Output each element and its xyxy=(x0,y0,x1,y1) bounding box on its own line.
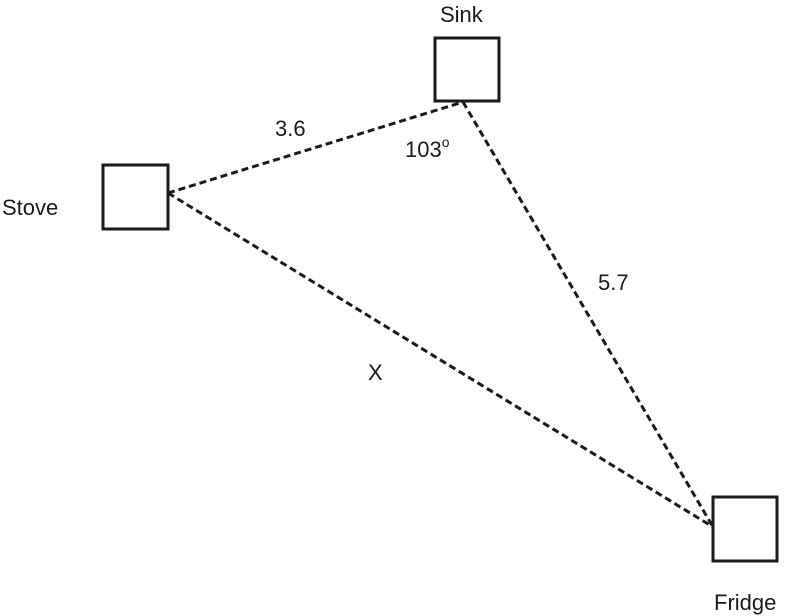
edge-sink-fridge-label: 5.7 xyxy=(598,270,629,295)
fridge-box xyxy=(711,495,779,563)
edge-sink-fridge xyxy=(461,101,715,528)
stove-box xyxy=(101,163,170,231)
edge-stove-fridge xyxy=(167,191,714,529)
stove-label: Stove xyxy=(2,195,58,220)
sink-label: Sink xyxy=(440,2,484,27)
edge-stove-sink-label: 3.6 xyxy=(275,116,306,141)
edge-stove-fridge-label: X xyxy=(368,360,383,385)
fridge-label: Fridge xyxy=(714,590,776,615)
edge-stove-sink xyxy=(167,100,464,195)
sink-box xyxy=(433,36,501,103)
degree-symbol: o xyxy=(442,134,450,150)
angle-value: 103 xyxy=(405,137,442,162)
angle-label: 103o xyxy=(405,134,450,162)
